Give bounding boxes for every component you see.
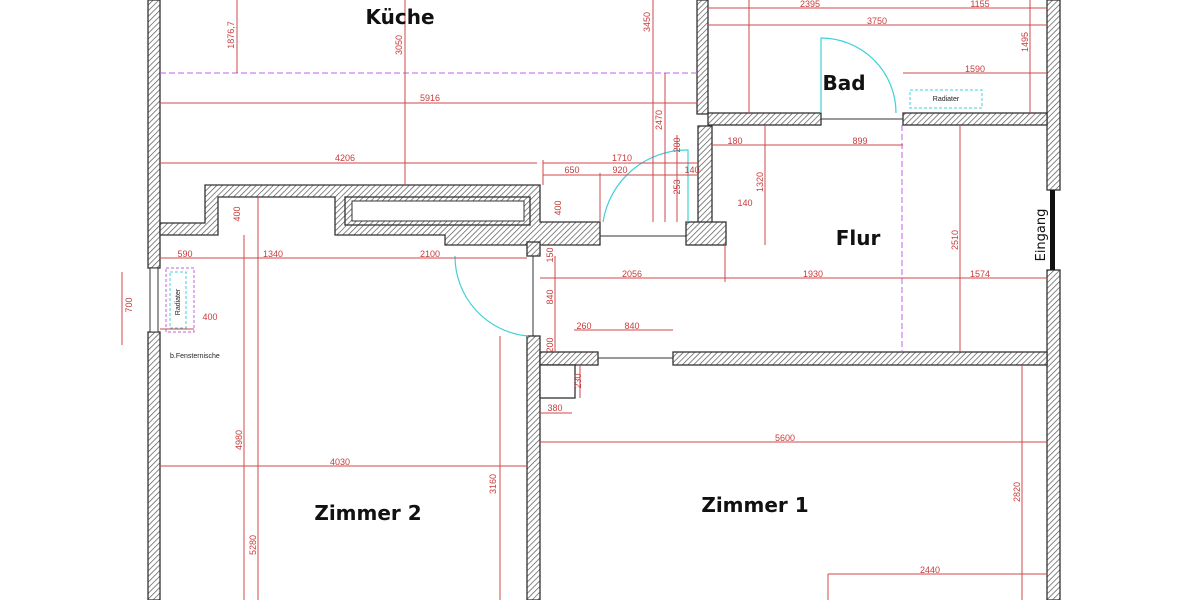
radiator-bath-label: Radiater [933, 96, 960, 103]
room-label-bathroom: Bad [822, 71, 865, 95]
wall-bath-bottom-right [902, 112, 1048, 126]
wall-right-lower [1046, 269, 1061, 600]
dim-label: 1876,7 [226, 21, 236, 49]
dimension-lines [121, 0, 1047, 600]
dim-label: 1155 [970, 0, 989, 9]
dim-label: 920 [612, 165, 627, 175]
dim-label: 2470 [654, 110, 664, 130]
wall-hall-column [697, 125, 713, 227]
dim-label: 899 [852, 136, 867, 146]
dim-label: 2820 [1012, 482, 1022, 502]
dim-label: 5916 [420, 93, 440, 103]
dim-label: 650 [564, 165, 579, 175]
radiator-room2-label: Radiater [175, 288, 182, 315]
dim-label: 5600 [775, 433, 795, 443]
walls [147, 0, 1061, 600]
door-kitchen[interactable] [602, 149, 689, 223]
dim-label: 1320 [755, 172, 765, 192]
dim-label: 1590 [965, 64, 985, 74]
entrance-label: Eingang [1034, 209, 1049, 262]
dim-label: 4980 [234, 430, 244, 450]
wall-room2-top-stub [526, 241, 541, 257]
dim-label: 3450 [642, 12, 652, 32]
dim-label: 253 [672, 179, 682, 194]
wall-hall-stub [685, 221, 727, 246]
window [149, 267, 159, 333]
dim-label: 150 [545, 247, 555, 262]
dim-label: 590 [177, 249, 192, 259]
dim-label: 1930 [803, 269, 823, 279]
dim-label: 2510 [950, 230, 960, 250]
dim-label: 140 [684, 165, 699, 175]
dim-label: 140 [737, 198, 752, 208]
dim-label: 3050 [394, 35, 404, 55]
dim-label: 1710 [612, 153, 632, 163]
wall-left-upper [147, 0, 161, 269]
door-room2[interactable] [454, 255, 529, 337]
dim-label: 3750 [867, 16, 887, 26]
dim-label: 3160 [488, 474, 498, 494]
dim-label: 2440 [920, 565, 940, 575]
room-label-kitchen: Küche [365, 5, 434, 29]
wall-left-lower [147, 331, 161, 600]
wall-room2-room1 [526, 335, 541, 600]
door-bath[interactable] [820, 37, 897, 114]
dim-label: 2395 [800, 0, 820, 9]
wall-right-upper [1046, 0, 1061, 191]
doors [165, 37, 983, 337]
dim-label: 1495 [1020, 32, 1030, 52]
entrance-door[interactable] [1050, 190, 1055, 270]
wall-flur-bottom-right [672, 351, 1048, 366]
room-label-room2: Zimmer 2 [314, 501, 421, 525]
dim-label: 1340 [263, 249, 283, 259]
dim-label: 400 [232, 206, 242, 221]
dim-label: 260 [576, 321, 591, 331]
room-label-hallway: Flur [836, 226, 881, 250]
dim-label: 2100 [420, 249, 440, 259]
dim-label: 4030 [330, 457, 350, 467]
dim-label: 700 [124, 297, 134, 312]
dim-label: 230 [573, 373, 583, 388]
window-niche-label: b.Fensternische [170, 353, 220, 360]
dim-label: 400 [553, 200, 563, 215]
dim-label: 5280 [248, 535, 258, 555]
shaft [539, 364, 576, 399]
dim-label: 400 [202, 312, 217, 322]
dim-label: 200 [545, 337, 555, 352]
dim-label: 2056 [622, 269, 642, 279]
dimension-labels: 1876,7 3050 3450 5916 4206 1710 650 920 … [124, 0, 1030, 575]
wall-kitchen-bath [696, 0, 709, 115]
room-label-room1: Zimmer 1 [701, 493, 808, 517]
wall-bath-bottom-left [707, 112, 822, 126]
dim-label: 180 [727, 136, 742, 146]
wall-flur-bottom-left [539, 351, 599, 366]
dim-label: 4206 [335, 153, 355, 163]
dim-label: 840 [624, 321, 639, 331]
dim-label: 380 [547, 403, 562, 413]
dim-label: 1574 [970, 269, 990, 279]
dim-label: 200 [672, 137, 682, 152]
radiator-bath [909, 89, 983, 109]
radiator-room2 [169, 271, 187, 329]
dim-label: 840 [545, 289, 555, 304]
